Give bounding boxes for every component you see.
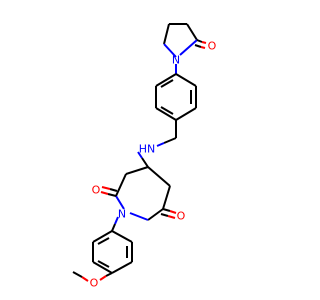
benzene-ring-lower <box>92 230 133 274</box>
pyrrolidinone-ring <box>163 23 207 74</box>
atom-nitrogen-imide: N <box>118 208 126 221</box>
atom-nitrogen-amine: HN <box>139 143 156 156</box>
molecule-structure: O N HN O N O O <box>72 23 217 290</box>
succinimide-ring <box>100 166 177 221</box>
methylene-linker <box>156 120 177 147</box>
amine-link <box>137 151 149 168</box>
atom-oxygen-lactam: O <box>208 40 217 53</box>
atom-oxygen-methoxy: O <box>90 277 99 290</box>
benzene-ring-upper <box>155 73 197 121</box>
atom-oxygen-dione-bottom: O <box>177 210 186 223</box>
atom-oxygen-dione-top: O <box>92 184 101 197</box>
atom-nitrogen-lactam: N <box>172 54 180 67</box>
methoxy-group <box>72 271 113 282</box>
imide-aryl-link <box>111 216 119 232</box>
